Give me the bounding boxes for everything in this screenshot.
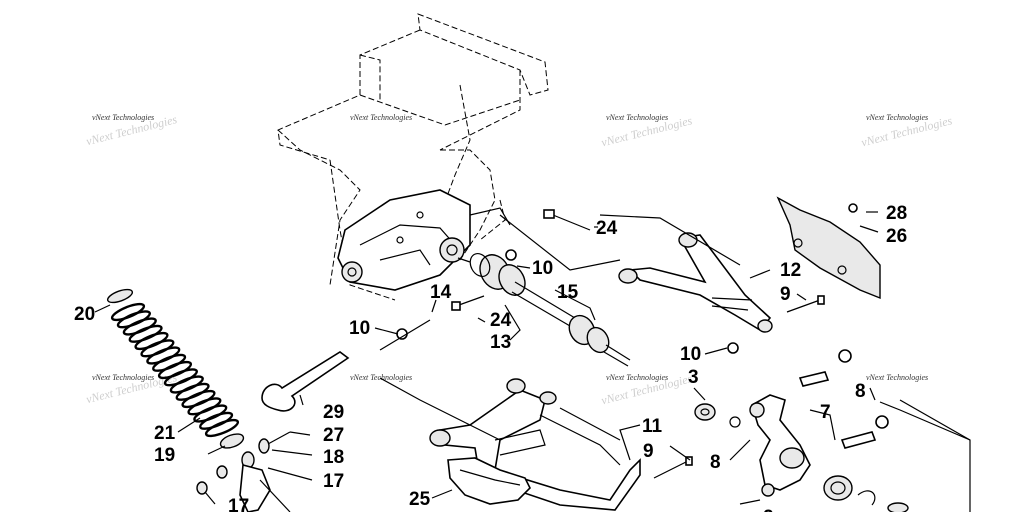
steering-knuckle xyxy=(694,394,811,497)
watermark: vNext Technologies xyxy=(866,113,928,122)
callout-24: 24 xyxy=(596,218,618,239)
bearing-hub xyxy=(739,349,909,512)
callout-13: 13 xyxy=(490,332,511,353)
callout-7: 7 xyxy=(820,402,831,423)
callout-11: 11 xyxy=(642,416,663,437)
watermark: vNext Technologies xyxy=(606,373,668,382)
cv-axle xyxy=(457,252,631,367)
watermark: vNext Technologies xyxy=(92,373,154,382)
callout-20: 20 xyxy=(74,304,95,325)
callout-9: 9 xyxy=(643,441,654,462)
callout-25: 25 xyxy=(409,489,431,510)
watermark: vNext Technologies xyxy=(866,373,928,382)
callout-19: 19 xyxy=(154,445,175,466)
callout-10: 10 xyxy=(532,258,553,279)
watermark: vNext Technologies xyxy=(350,113,412,122)
callout-17: 17 xyxy=(228,496,249,512)
spring-coil xyxy=(204,418,240,438)
callout-24: 24 xyxy=(490,310,512,331)
callout-labels: 28 26 24 10 12 9 14 15 24 13 10 10 3 8 7… xyxy=(74,203,907,512)
callout-29: 29 xyxy=(323,402,344,423)
leader-lines xyxy=(94,211,971,512)
callout-10: 10 xyxy=(680,344,701,365)
callout-26: 26 xyxy=(886,226,907,247)
a-arm-guard xyxy=(447,457,531,505)
spanner-wrench xyxy=(261,351,350,412)
callout-10: 10 xyxy=(349,318,370,339)
upper-a-arm xyxy=(618,232,773,333)
callout-17: 17 xyxy=(323,471,344,492)
spring-seat-parts xyxy=(196,431,291,512)
coil-spring xyxy=(106,288,240,438)
watermark: vNext Technologies xyxy=(92,113,154,122)
callout-18: 18 xyxy=(323,447,344,468)
callout-21: 21 xyxy=(154,423,176,444)
callout-12: 12 xyxy=(780,260,801,281)
callout-8: 8 xyxy=(710,452,721,473)
callout-15: 15 xyxy=(557,282,579,303)
callout-14: 14 xyxy=(430,282,452,303)
watermark: vNext Technologies xyxy=(350,373,412,382)
gearbox-housing xyxy=(337,189,511,291)
frame-outline xyxy=(277,13,549,301)
callout-27: 27 xyxy=(323,425,344,446)
callout-2: 2 xyxy=(763,507,774,512)
watermark: vNext Technologies xyxy=(606,113,668,122)
skid-plate xyxy=(776,196,881,300)
callout-9: 9 xyxy=(780,284,791,305)
callout-3: 3 xyxy=(688,367,699,388)
fasteners xyxy=(396,209,825,479)
callout-8: 8 xyxy=(855,381,866,402)
callout-28: 28 xyxy=(886,203,907,224)
